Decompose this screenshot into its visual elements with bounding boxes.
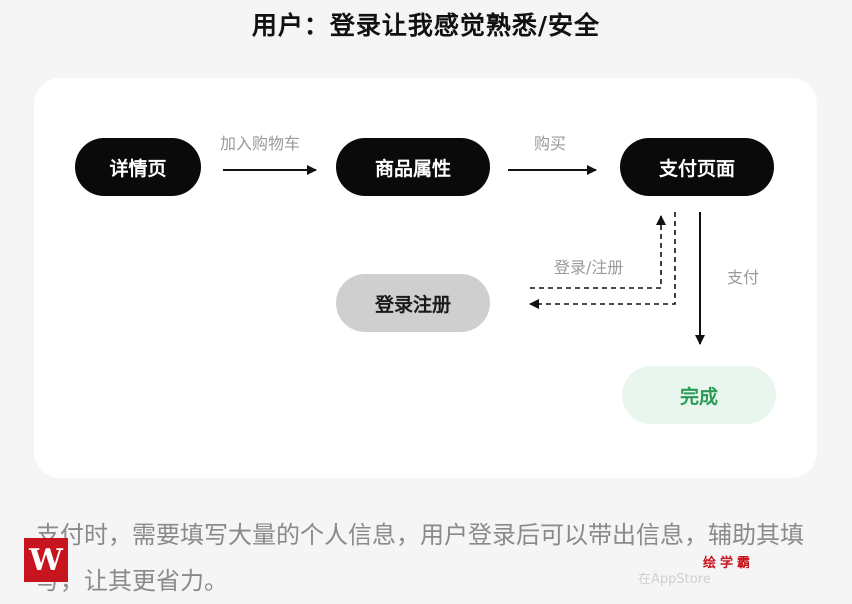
- watermark-logo: W: [24, 538, 68, 582]
- arrow-payment-to-login-dashed: [529, 212, 676, 309]
- node-complete: 完成: [622, 366, 776, 424]
- node-payment-page: 支付页面: [620, 138, 774, 196]
- caption-text: 支付时，需要填写大量的个人信息，用户登录后可以带出信息，辅助其填写，让其更省力。: [36, 521, 804, 595]
- node-product-attributes: 商品属性: [336, 138, 490, 196]
- node-login-register: 登录注册: [336, 274, 490, 332]
- edge-label-pay: 支付: [727, 268, 760, 287]
- watermark-brand: 绘学霸: [703, 556, 755, 571]
- edge-label-login-register: 登录/注册: [554, 258, 624, 277]
- edge-label-add-to-cart: 加入购物车: [220, 134, 301, 153]
- node-detail-page: 详情页: [75, 138, 201, 196]
- flow-diagram-card: 详情页 商品属性 支付页面 登录注册 完成 加入购物车 购买 登录/注册 支付: [34, 78, 817, 478]
- page-title: 用户：登录让我感觉熟悉/安全: [251, 11, 601, 40]
- edge-label-buy: 购买: [534, 134, 567, 153]
- flow-arrows: [223, 165, 705, 345]
- watermark-store-text: 在AppStore: [638, 572, 711, 587]
- arrow-login-to-payment-dashed: [530, 215, 666, 289]
